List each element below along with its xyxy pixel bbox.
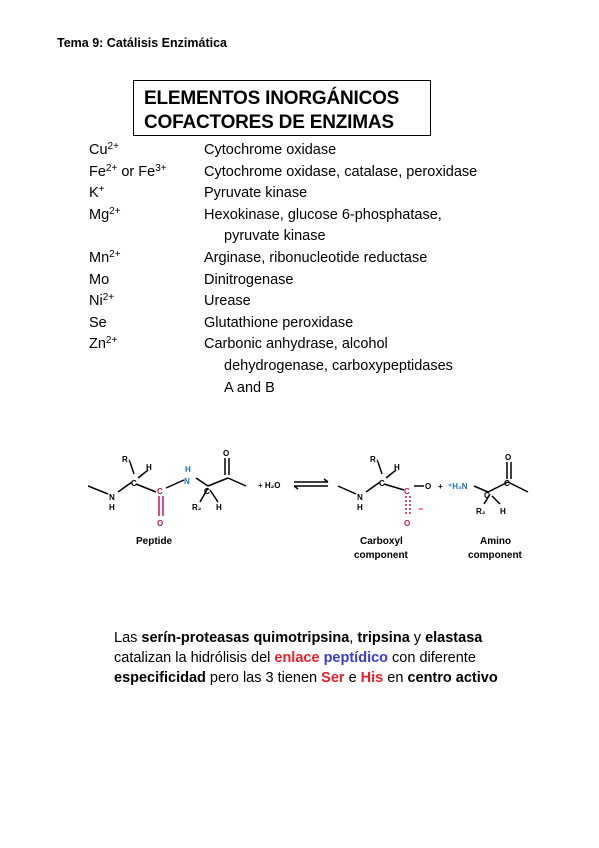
caption-his: His	[360, 670, 384, 686]
cofactor-row: Fe2+ or Fe3+ Cytochrome oxidase, catalase…	[89, 162, 529, 184]
cofactor-element: Mg2+	[89, 205, 121, 223]
peptide-R1: R₁	[122, 455, 132, 464]
carboxyl-minus: −	[418, 504, 423, 514]
amino-H: H	[500, 507, 506, 516]
caption-centro-activo: centro activo	[407, 670, 498, 686]
peptide-O1: O	[157, 519, 163, 528]
peptide-NH1: H	[109, 503, 115, 512]
reaction-plus-water: + H₂O	[258, 481, 280, 490]
carboxyl-R1: R₁	[370, 455, 380, 464]
caption-enlace: enlace	[274, 650, 320, 666]
amino-label-line1: Amino	[480, 536, 511, 547]
cofactor-enzymes: Cytochrome oxidase, catalase, peroxidase	[204, 163, 478, 180]
cofactor-row: K+ Pyruvate kinase	[89, 183, 529, 205]
cofactor-enzymes: Hexokinase, glucose 6-phosphatase,pyruva…	[204, 206, 442, 245]
caption-ser: Ser	[321, 670, 345, 686]
document-header: Tema 9: Catálisis Enzimática	[57, 36, 227, 50]
equilibrium-arrows	[293, 478, 329, 490]
carboxyl-NH: H	[357, 503, 363, 512]
cofactor-element: Mn2+	[89, 248, 121, 266]
cofactor-element: Ni2+	[89, 292, 115, 310]
peptide-bonds	[88, 458, 247, 503]
carboxyl-label-line1: Carboxyl	[360, 536, 403, 547]
caption-text: con diferente	[388, 650, 476, 666]
peptide-C2: C	[157, 487, 163, 496]
caption-text: pero las 3 tienen	[205, 670, 322, 686]
peptide-R2: R₂	[192, 503, 202, 512]
cofactor-row: Ni2+ Urease	[89, 291, 529, 313]
cofactor-element: Mo	[89, 271, 110, 288]
peptide-NH2-H: H	[185, 465, 191, 474]
cofactor-row: Mn2+ Arginase, ribonucleotide reductase	[89, 248, 529, 270]
cofactor-row: Cu2+ Cytochrome oxidase	[89, 140, 529, 162]
amino-C1: C	[484, 491, 490, 500]
caption-text: catalizan la hidrólisis del	[114, 650, 275, 666]
caption-especificidad: especificidad	[114, 670, 206, 686]
caption-elastasa: elastasa	[425, 630, 483, 646]
title-line-2: COFACTORES DE ENZIMAS	[144, 112, 394, 133]
caption-quimotripsina: quimotripsina	[253, 630, 350, 646]
caption-tripsina: tripsina	[357, 630, 410, 646]
carboxyl-label-line2: component	[354, 550, 409, 561]
cofactor-row: Mo Dinitrogenase	[89, 270, 529, 292]
carboxyl-H1: H	[394, 463, 400, 472]
peptide-O2: O	[223, 449, 229, 458]
peptide-H3: H	[216, 503, 222, 512]
title-line-1: ELEMENTOS INORGÁNICOS	[144, 88, 400, 109]
amino-H3N: ⁺H₃N	[448, 482, 468, 491]
amino-label-line2: component	[468, 550, 523, 561]
carboxyl-bonds	[337, 461, 424, 495]
peptide-C1: C	[131, 479, 137, 488]
reaction-svg: R₁ H C N H C O H N C R₂ H O + H₂O	[88, 449, 529, 561]
peptide-label: Peptide	[136, 536, 173, 547]
caption-text: e	[344, 670, 361, 686]
amino-C2: C	[504, 479, 510, 488]
peptide-N1: N	[109, 493, 115, 502]
carboxylate-resonance	[405, 496, 411, 516]
peptide-C3: C	[204, 487, 210, 496]
caption-text: en	[383, 670, 408, 686]
caption-text: ,	[349, 630, 358, 646]
reaction-plus: +	[438, 482, 443, 491]
cofactor-enzymes: Glutathione peroxidase	[204, 314, 354, 331]
serine-protease-caption: Las serín-proteasas quimotripsina, trips…	[114, 628, 544, 688]
section-title-box: ELEMENTOS INORGÁNICOS COFACTORES DE ENZI…	[133, 80, 431, 136]
peptide-H1: H	[146, 463, 152, 472]
caption-text: Las	[114, 630, 142, 646]
cofactor-element: Zn2+	[89, 335, 118, 353]
peptide-N2: N	[184, 477, 190, 486]
cofactor-element: Fe2+ or Fe3+	[89, 162, 167, 180]
cofactor-enzymes: Urease	[204, 293, 251, 310]
carboxyl-C2: C	[404, 487, 410, 496]
cofactor-row: Se Glutathione peroxidase	[89, 313, 529, 335]
cofactor-enzymes: Arginase, ribonucleotide reductase	[204, 249, 428, 266]
caption-text: y	[409, 630, 426, 646]
cofactor-row: Mg2+ Hexokinase, glucose 6-phosphatase,py…	[89, 205, 529, 248]
cofactor-element: Se	[89, 314, 107, 331]
amino-bonds	[473, 462, 529, 505]
peptide-carbonyl	[158, 496, 164, 516]
cofactor-enzymes: Dinitrogenase	[204, 271, 294, 288]
caption-peptidico: peptídico	[323, 650, 389, 666]
carboxyl-O1: O	[425, 482, 431, 491]
cofactor-enzymes: Pyruvate kinase	[204, 185, 308, 202]
peptide-hydrolysis-diagram: R₁ H C N H C O H N C R₂ H O + H₂O	[88, 448, 538, 578]
cofactor-element: Cu2+	[89, 141, 119, 159]
amino-R2: R₂	[476, 507, 486, 516]
cofactor-element: K+	[89, 184, 105, 202]
caption-serin-proteasas: serín-proteasas	[141, 630, 250, 646]
carboxyl-N: N	[357, 493, 363, 502]
carboxyl-C1: C	[379, 479, 385, 488]
cofactor-enzymes: Cytochrome oxidase	[204, 142, 337, 158]
amino-O: O	[505, 453, 511, 462]
carboxyl-O2: O	[404, 519, 410, 528]
